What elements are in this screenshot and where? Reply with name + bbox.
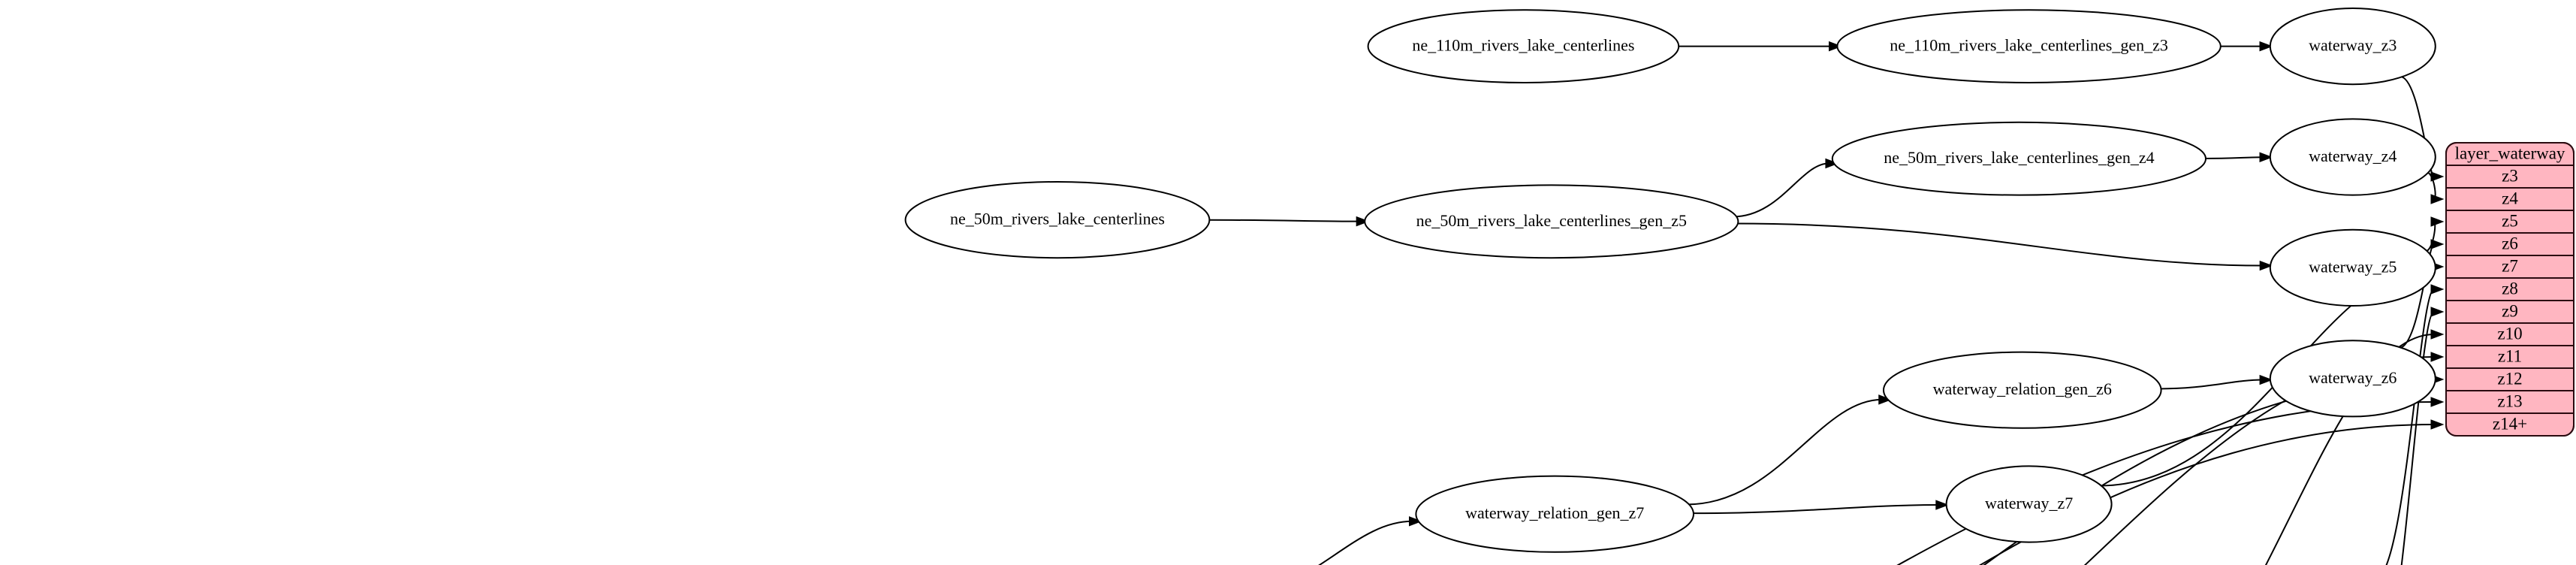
edges-layer: [1206, 41, 2445, 565]
node-ne_110m_rivers_lake_centerlines_gen_z3[interactable]: ne_110m_rivers_lake_centerlines_gen_z3: [1836, 9, 2222, 83]
edge-waterway_z14-to-layer_waterway.z14+: [1978, 424, 2435, 565]
node-shape: [1364, 184, 1739, 259]
edge-waterway_relation_gen_z6-to-waterway_z6: [2158, 379, 2264, 390]
node-waterway_z3[interactable]: waterway_z3: [2269, 8, 2436, 86]
node-label: waterway_z7: [1985, 494, 2073, 512]
edge-waterway_relation_gen_z7-to-waterway_z7: [1691, 504, 1939, 515]
legend-outline: [2445, 142, 2574, 437]
edge-arrow: [1356, 216, 1370, 227]
node-label: ne_110m_rivers_lake_centerlines_gen_z3: [1890, 36, 2168, 55]
node-shape: [1831, 121, 2206, 196]
legend-row-label: z11: [2498, 346, 2522, 365]
edge-arrow: [2430, 194, 2445, 204]
edge-arrow: [2259, 152, 2273, 162]
node-label: ne_50m_rivers_lake_centerlines_gen_z5: [1416, 211, 1687, 230]
legend-row-label: z14+: [2493, 414, 2527, 433]
node-shape: [904, 181, 1211, 259]
legend-row-z12[interactable]: z12: [2446, 367, 2574, 388]
node-waterway_z5[interactable]: waterway_z5: [2269, 228, 2436, 307]
node-ne_50m_rivers_lake_centerlines_gen_z4[interactable]: ne_50m_rivers_lake_centerlines_gen_z4: [1831, 121, 2206, 196]
legend-row-label: z7: [2502, 256, 2518, 275]
node-label: waterway_z4: [2309, 147, 2397, 165]
edge-arrow: [2430, 284, 2445, 295]
legend-row-label: z12: [2497, 369, 2522, 388]
node-label: waterway_z3: [2309, 36, 2397, 55]
edge-arrow: [1829, 41, 1842, 52]
legend-row-label: z13: [2497, 391, 2522, 410]
node-ne_50m_rivers_lake_centerlines_gen_z5[interactable]: ne_50m_rivers_lake_centerlines_gen_z5: [1364, 184, 1739, 259]
node-label: ne_50m_rivers_lake_centerlines: [950, 210, 1165, 228]
legend-row-z10[interactable]: z10: [2446, 322, 2574, 343]
edge-arrow: [2430, 216, 2445, 227]
legend-row-label: z10: [2497, 324, 2522, 343]
legend-row-z7[interactable]: z7: [2446, 255, 2574, 275]
edge-arrow: [2430, 352, 2445, 362]
edge-waterway_z9-to-layer_waterway.z9: [2400, 311, 2435, 565]
node-label: waterway_relation_gen_z7: [1465, 503, 1644, 522]
edge-waterway_z8-to-layer_waterway.z8: [2385, 289, 2435, 565]
legend-table[interactable]: layer_waterway z3 z4 z5 z6 z7 z8 z9 z10 z11 z12 z13…: [2445, 142, 2574, 437]
legend-row-label: z6: [2502, 234, 2518, 252]
node-shape: [2269, 8, 2436, 86]
edge-arrow: [1878, 394, 1893, 405]
edge-arrow: [2259, 374, 2273, 385]
legend-row-label: z5: [2502, 211, 2518, 230]
edge-ne_50m_rivers_lake_centerlines_gen_z4-to-waterway_z4: [2202, 156, 2264, 159]
edge-ne_50m_rivers_lake_centerlines_gen_z5-to-ne_50m_rivers_lake_centerlines_gen_z4: [1733, 162, 1829, 218]
edge-arrow: [1935, 500, 1950, 510]
node-ne_110m_rivers_lake_centerlines[interactable]: ne_110m_rivers_lake_centerlines: [1367, 9, 1680, 83]
node-label: waterway_z6: [2309, 368, 2397, 387]
node-label: ne_110m_rivers_lake_centerlines: [1412, 36, 1634, 55]
legend-row-z4[interactable]: z4: [2446, 187, 2574, 207]
edge-arrow: [2430, 307, 2445, 317]
node-shape: [1945, 465, 2113, 543]
legend-row-z5[interactable]: z5: [2446, 210, 2574, 230]
edge-arrow: [2430, 329, 2445, 340]
legend-row-label: z9: [2502, 301, 2518, 320]
legend-row-z6[interactable]: z6: [2446, 232, 2574, 252]
nodes-layer: imposm3osm_waterway_relationosm_waterway…: [904, 8, 2436, 553]
node-shape: [2269, 228, 2436, 307]
node-shape: [1883, 351, 2162, 429]
legend-row-z13[interactable]: z13: [2446, 390, 2574, 410]
node-waterway_z4[interactable]: waterway_z4: [2269, 118, 2436, 196]
node-shape: [2269, 118, 2436, 196]
legend-row-z3[interactable]: z3: [2446, 165, 2574, 185]
edge-arrow: [2259, 41, 2273, 52]
legend-row-label: z3: [2502, 166, 2518, 185]
legend-row-label: z4: [2502, 189, 2518, 207]
edge-waterway_relation_gen_z8-to-waterway_relation_gen_z7: [1318, 520, 1413, 565]
legend-row-z14+[interactable]: z14+: [2446, 412, 2574, 433]
edge-arrow: [2430, 239, 2445, 249]
edge-waterway_relation_gen_z7-to-waterway_relation_gen_z6: [1686, 398, 1882, 506]
legend-row-z11[interactable]: z11: [2446, 345, 2574, 365]
edge-arrow: [2259, 260, 2273, 271]
node-label: waterway_z5: [2309, 257, 2397, 276]
edge-ne_50m_rivers_lake_centerlines_gen_z5-to-waterway_z5: [1734, 222, 2264, 267]
node-waterway_z6[interactable]: waterway_z6: [2269, 340, 2436, 418]
node-shape: [2269, 340, 2436, 418]
node-label: ne_50m_rivers_lake_centerlines_gen_z4: [1884, 148, 2154, 167]
edge-waterway_z13-to-layer_waterway.z13: [1896, 401, 2435, 565]
edge-ne_50m_rivers_lake_centerlines-to-ne_50m_rivers_lake_centerlines_gen_z5: [1206, 219, 1360, 222]
node-waterway_z7[interactable]: waterway_z7: [1945, 465, 2113, 543]
legend-row-label: z8: [2502, 279, 2518, 298]
legend-row-z9[interactable]: z9: [2446, 300, 2574, 320]
node-shape: [1415, 475, 1694, 553]
node-shape: [1367, 9, 1680, 83]
node-label: waterway_relation_gen_z6: [1933, 379, 2112, 398]
legend-row-z8[interactable]: z8: [2446, 277, 2574, 298]
legend-title: layer_waterway: [2455, 144, 2565, 162]
edge-arrow: [2430, 419, 2445, 430]
node-shape: [1836, 9, 2222, 83]
edge-arrow: [1825, 158, 1839, 169]
edge-arrow: [1409, 516, 1422, 527]
node-waterway_relation_gen_z7[interactable]: waterway_relation_gen_z7: [1415, 475, 1694, 553]
node-ne_50m_rivers_lake_centerlines[interactable]: ne_50m_rivers_lake_centerlines: [904, 181, 1211, 259]
edge-arrow: [2430, 397, 2445, 407]
edge-waterway_z12-to-layer_waterway.z12: [1983, 379, 2435, 565]
node-waterway_relation_gen_z6[interactable]: waterway_relation_gen_z6: [1883, 351, 2162, 429]
